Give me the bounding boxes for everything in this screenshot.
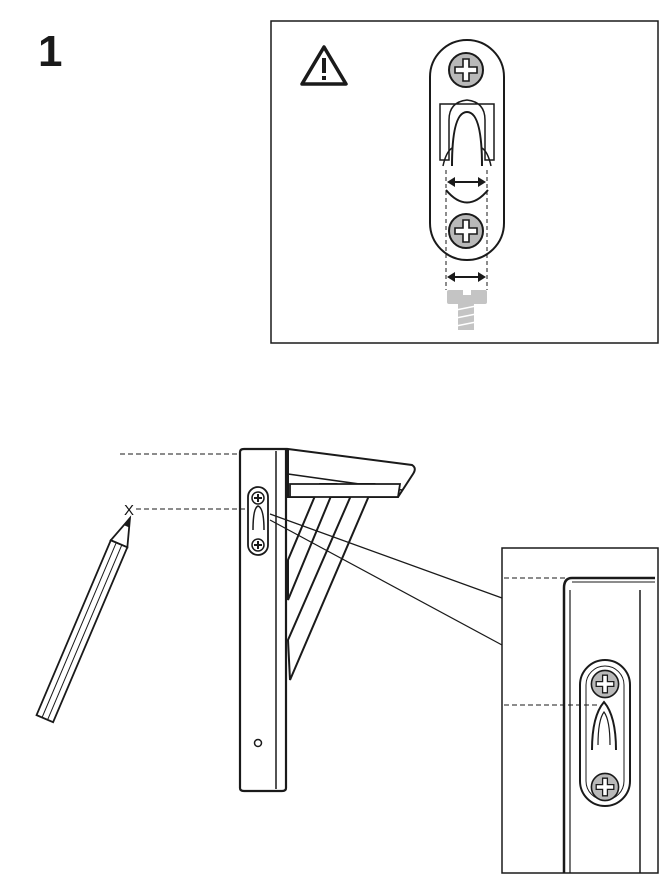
wall-bracket <box>238 447 416 793</box>
pencil-icon <box>35 515 132 724</box>
keyhole-plate <box>429 39 505 261</box>
wall-screw <box>447 290 487 330</box>
phillips-screw-icon <box>448 213 484 249</box>
zoom-line-lower <box>269 519 503 646</box>
phillips-screw-icon <box>448 52 484 88</box>
pencil-mark-x: X <box>124 502 134 519</box>
warning-triangle-icon <box>300 45 348 86</box>
step-number: 1 <box>38 27 63 76</box>
zoom-detail-panel <box>501 547 659 874</box>
zoom-line-upper <box>269 513 503 599</box>
width-arrow-upper <box>447 177 486 187</box>
width-arrow-lower <box>447 272 486 282</box>
keyhole-detail-panel <box>270 20 659 344</box>
